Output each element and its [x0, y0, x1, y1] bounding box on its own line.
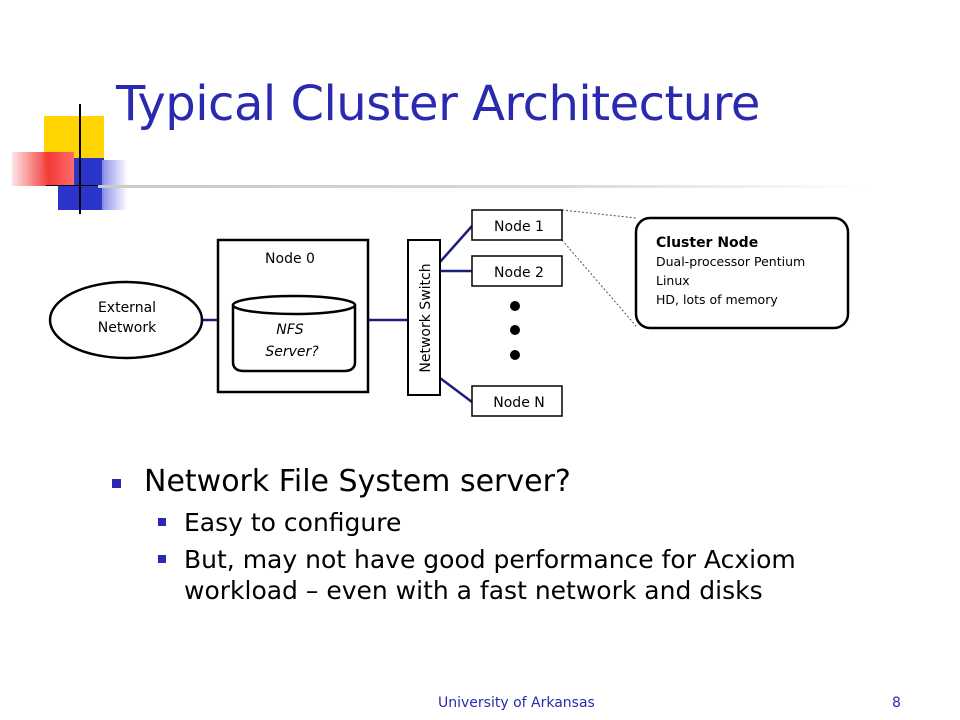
ellipsis-dot-1: [510, 301, 520, 311]
link-switch-nodeN: [439, 377, 473, 403]
node1-box: [471, 209, 563, 241]
bullet-level2: But, may not have good performance for A…: [112, 544, 912, 606]
node2-label: Node 2: [494, 265, 544, 281]
bullet-list: Network File System server? Easy to conf…: [112, 464, 912, 612]
callout-line-3: HD, lots of memory: [656, 292, 778, 307]
cluster-node-callout: [634, 216, 850, 330]
node1-label: Node 1: [494, 219, 544, 235]
nfs-cylinder-top: [231, 294, 357, 316]
external-network-ellipse: [48, 280, 204, 360]
nfs-label-1: NFS: [276, 322, 304, 338]
slide-number: 8: [892, 695, 901, 711]
logo-horizontal-line: [46, 185, 110, 186]
node0-label: Node 0: [265, 251, 315, 267]
callout-line-1: Dual-processor Pentium: [656, 254, 805, 269]
ellipsis-dot-3: [510, 350, 520, 360]
bullet-square-icon: [158, 518, 166, 526]
logo-vertical-line: [79, 104, 81, 214]
callout-line-2: Linux: [656, 273, 690, 288]
title-underline: [98, 185, 868, 188]
bullet-square-icon: [112, 479, 121, 488]
link-switch-node1: [439, 225, 473, 263]
bullet-text: Network File System server?: [144, 464, 571, 499]
bullet-square-icon: [158, 555, 166, 563]
nfs-label-2: Server?: [265, 344, 319, 360]
callout-leader-bottom: [561, 239, 637, 327]
bullet-text: But, may not have good performance for A…: [184, 545, 796, 605]
slide-title: Typical Cluster Architecture: [116, 76, 760, 132]
logo-red-bar: [12, 152, 74, 186]
callout-title: Cluster Node: [656, 235, 758, 251]
external-network-label-2: Network: [98, 320, 157, 336]
bullet-text: Easy to configure: [184, 508, 402, 537]
callout-leader-top: [561, 209, 637, 219]
nodeN-box: [471, 385, 563, 417]
nfs-cylinder-body: [231, 305, 357, 373]
external-network-label-1: External: [98, 300, 156, 316]
bullet-level2: Easy to configure: [112, 507, 912, 538]
footer-university: University of Arkansas: [438, 695, 595, 711]
network-switch-label: Network Switch: [418, 263, 434, 372]
ellipsis-dot-2: [510, 325, 520, 335]
nodeN-label: Node N: [493, 395, 544, 411]
bullet-level1: Network File System server?: [112, 464, 912, 499]
node2-box: [471, 255, 563, 287]
network-switch-box: [407, 239, 441, 396]
